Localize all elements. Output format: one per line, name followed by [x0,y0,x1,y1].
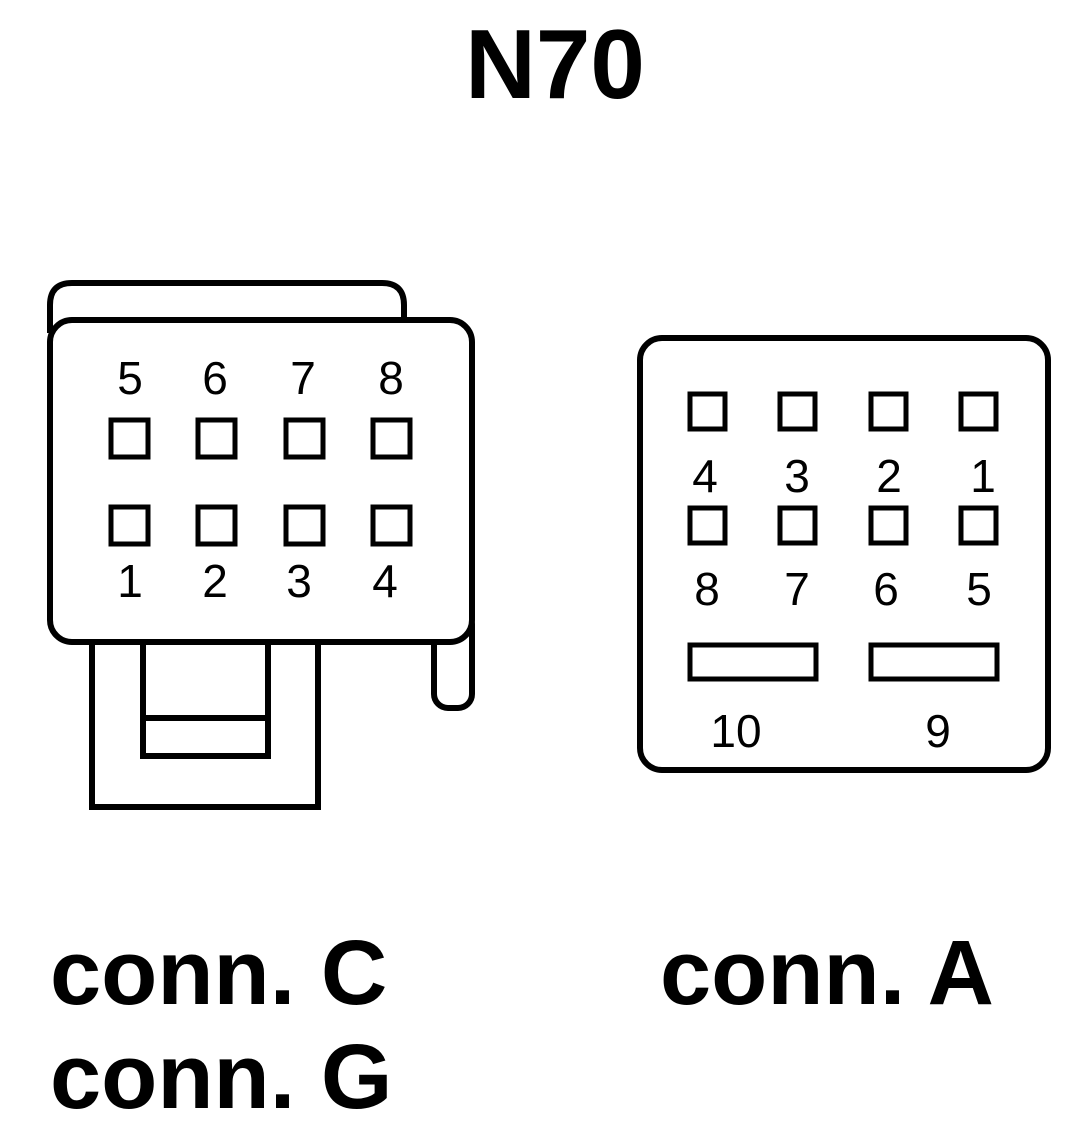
left-pin-label: 8 [378,352,404,404]
left-pin-label: 1 [117,555,143,607]
left-pin-label: 5 [117,352,143,404]
right-slot-cavity [868,642,1000,682]
right-pin-cavity [777,391,818,432]
left-pin-cavity [283,504,326,547]
left-pin-label: 4 [372,555,398,607]
left-pin-label: 6 [202,352,228,404]
left-pin-cavity [195,504,238,547]
left-pin-cavity [108,417,151,460]
right-connector: 4 3 2 1 8 7 6 5 10 9 [637,335,1051,773]
left-connector-latch-inner [140,627,271,759]
left-pin-cavity [195,417,238,460]
connector-label-c: conn. C [50,922,387,1024]
diagram-title: N70 [465,9,645,119]
right-slot-label: 9 [925,705,951,757]
right-pin-label: 6 [873,563,899,615]
right-pin-label: 3 [784,450,810,502]
left-pin-label: 2 [202,555,228,607]
left-pin-label: 7 [290,352,316,404]
right-pin-cavity [868,391,909,432]
right-pin-cavity [868,505,909,546]
right-pin-label: 4 [692,450,718,502]
right-pin-label: 2 [876,450,902,502]
connector-label-a: conn. A [660,922,994,1024]
left-connector: 5 6 7 8 1 2 3 4 [47,280,475,810]
right-pin-label: 8 [694,563,720,615]
left-pin-cavity [108,504,151,547]
right-pin-cavity [958,505,999,546]
right-pin-label: 7 [784,563,810,615]
right-pin-cavity [687,391,728,432]
connector-label-g: conn. G [50,1026,392,1128]
left-pin-cavity [283,417,326,460]
right-pin-cavity [777,505,818,546]
right-pin-label: 1 [970,450,996,502]
left-pin-cavity [370,504,413,547]
left-pin-cavity [370,417,413,460]
right-pin-cavity [958,391,999,432]
left-pin-label: 3 [286,555,312,607]
right-pin-label: 5 [966,563,992,615]
right-slot-cavity [687,642,819,682]
right-pin-cavity [687,505,728,546]
left-connector-face [47,317,475,645]
right-slot-label: 10 [710,705,761,757]
